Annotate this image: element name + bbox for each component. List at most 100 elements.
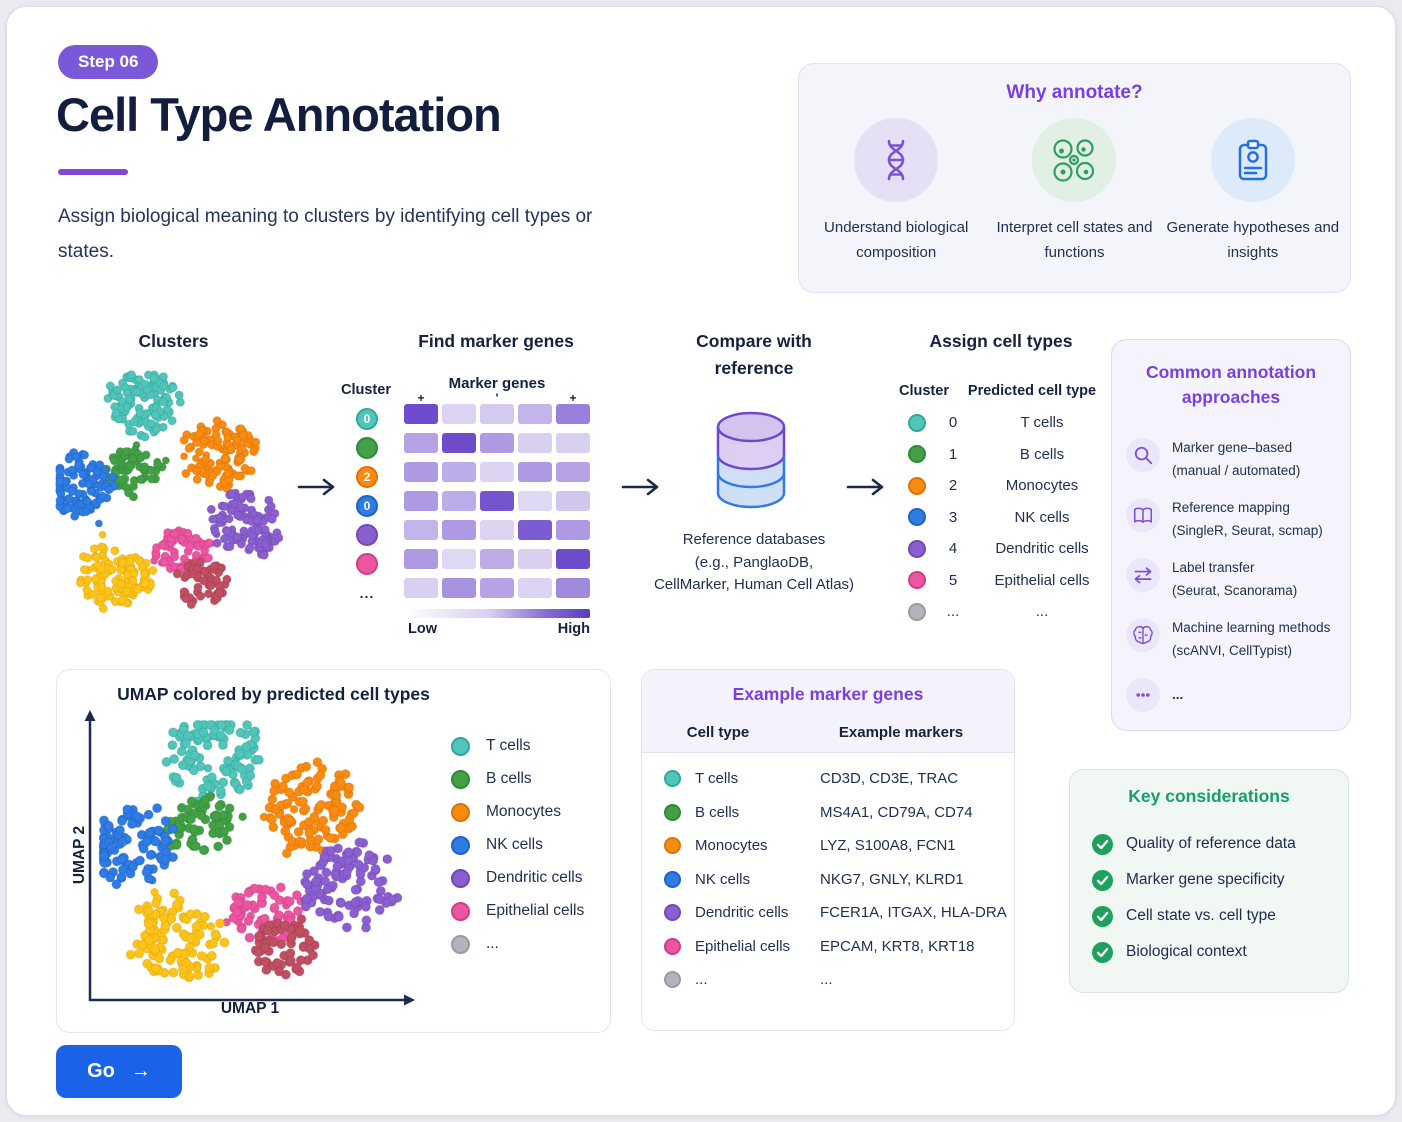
cluster-badge [356, 552, 378, 575]
legend-dot [451, 901, 470, 921]
umap-legend: T cells B cells Monocytes NK cells Dendr… [451, 736, 584, 967]
heatmap-cell [404, 433, 438, 453]
legend-dot [451, 835, 470, 855]
page-subtitle: Assign biological meaning to clusters by… [58, 206, 593, 262]
colorbar-low-label: Low [408, 621, 437, 637]
heatmap-cell [404, 549, 438, 569]
heatmap-cell [404, 578, 438, 598]
marker-genes-card: Example marker genes Cell type Example m… [641, 669, 1015, 1031]
heatmap-cell [442, 520, 476, 540]
cluster-dot [908, 476, 926, 495]
legend-item: Monocytes [451, 802, 584, 822]
assign-row: ...... [894, 596, 1110, 628]
cluster-dot [908, 508, 926, 527]
legend-item: T cells [451, 736, 584, 756]
cluster-badge-column: 0 2 0 ... [356, 404, 378, 607]
cluster-badge [356, 436, 378, 459]
heatmap-cell [518, 433, 552, 453]
why-annotate-title: Why annotate? [1006, 82, 1143, 103]
heatmap-cell [518, 578, 552, 598]
heatmap-cell [404, 491, 438, 511]
heatmap-cell [480, 520, 514, 540]
legend-item: B cells [451, 769, 584, 789]
check-icon [1092, 905, 1113, 927]
cluster-dot [908, 539, 926, 558]
heatmap-mark: ' [495, 391, 499, 405]
umap-scatter-plot [84, 710, 415, 1006]
reference-title: Compare with reference [696, 331, 812, 378]
key-considerations-panel: Key considerations Quality of reference … [1069, 769, 1349, 993]
approach-more: ... [1126, 676, 1344, 712]
arrow-right-icon: → [130, 1060, 151, 1082]
cluster-dot [908, 413, 926, 432]
cell-type-dot [664, 837, 681, 855]
heatmap-cell [556, 520, 590, 540]
flow-arrow-icon [621, 478, 659, 496]
heatmap-col-header: Marker genes [448, 375, 546, 392]
heatmap-cell [556, 578, 590, 598]
consideration-item: Quality of reference data [1092, 826, 1338, 862]
heatmap-cell [480, 578, 514, 598]
cell-type-dot [664, 937, 681, 955]
heatmap-cell [518, 404, 552, 424]
check-icon [1092, 869, 1113, 891]
legend-dot [451, 769, 470, 789]
search-icon [1126, 438, 1160, 472]
heatmap-cell [518, 549, 552, 569]
heatmap-cell [480, 491, 514, 511]
legend-dot [451, 736, 470, 756]
marker-genes-heatmap [404, 404, 590, 598]
infographic-canvas: Step 06 Cell Type Annotation Assign biol… [6, 6, 1396, 1116]
approach-marker-gene-based: Marker gene–based(manual / automated) [1126, 436, 1344, 483]
why-item-biological-composition: Understand biological composition [807, 118, 985, 265]
colorbar-high-label: High [557, 621, 590, 637]
clipboard-icon [1210, 118, 1295, 202]
heatmap-cell [442, 491, 476, 511]
badge-ellipsis: ... [359, 584, 375, 601]
why-item-hypotheses: Generate hypotheses and insights [1164, 118, 1342, 265]
heatmap-cell [480, 404, 514, 424]
legend-item: ... [451, 934, 584, 954]
legend-dot [451, 934, 470, 954]
step-badge: Step 06 [58, 45, 159, 79]
heatmap-cell [556, 433, 590, 453]
heatmap-cell [480, 433, 514, 453]
database-icon [716, 411, 786, 509]
cells-icon [1032, 118, 1117, 202]
heatmap-cell [556, 491, 590, 511]
cell-type-dot [664, 870, 681, 888]
cell-type-dot [664, 803, 681, 821]
heatmap-colorbar [408, 609, 590, 618]
why-item-label: Understand biological composition [824, 219, 969, 261]
assign-col-cluster: Cluster [899, 383, 949, 399]
consideration-item: Marker gene specificity [1092, 862, 1338, 898]
marker-table-title: Example marker genes [732, 684, 924, 704]
umap-y-axis-label: UMAP 2 [71, 825, 88, 885]
check-icon [1092, 833, 1113, 855]
heatmap-cell [480, 549, 514, 569]
legend-dot [451, 868, 470, 888]
heatmap-cell [556, 462, 590, 482]
why-item-cell-states: Interpret cell states and functions [985, 118, 1163, 265]
cluster-badge: 0 [356, 407, 378, 430]
heatmap-cell [518, 462, 552, 482]
cell-type-dot [664, 971, 681, 989]
heatmap-cell [518, 520, 552, 540]
heatmap-mark: + [569, 391, 577, 405]
go-button[interactable]: Go→ [56, 1045, 182, 1098]
legend-item: Dendritic cells [451, 868, 584, 888]
heatmap-cell [556, 404, 590, 424]
heatmap-cell [442, 549, 476, 569]
book-icon [1126, 498, 1160, 532]
heatmap-cell [556, 549, 590, 569]
why-annotate-panel: Why annotate? Understand biological comp… [798, 63, 1351, 293]
